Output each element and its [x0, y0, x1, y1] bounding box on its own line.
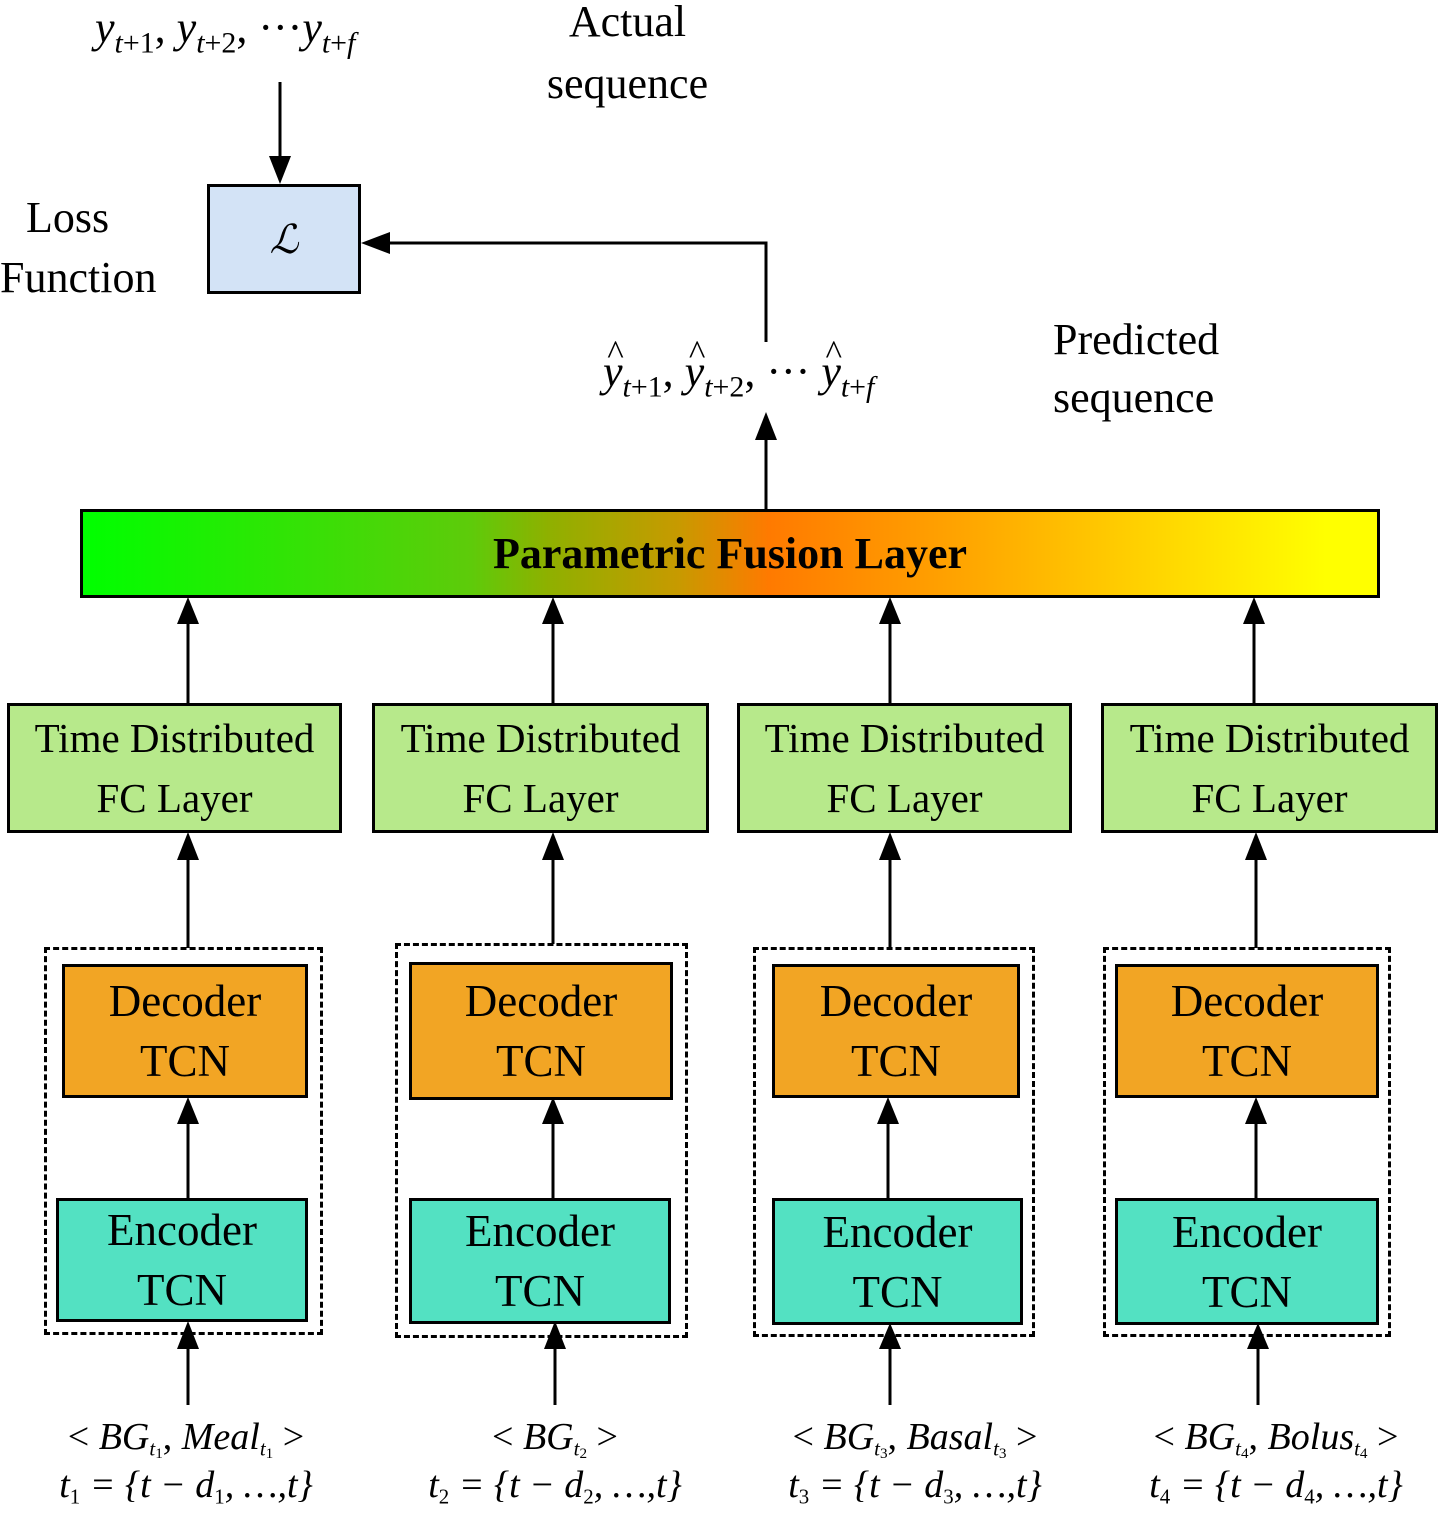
encoder-tcn-2: Encoder TCN	[409, 1198, 671, 1324]
input-label-1: < BGt1, Mealt1 > t1 = {t − d1, …,t}	[59, 1416, 313, 1509]
parametric-fusion-layer: Parametric Fusion Layer	[80, 509, 1380, 598]
input-label-2: < BGt2 > t2 = {t − d2, …,t}	[428, 1416, 682, 1509]
arrowhead-up-enc-1	[177, 1321, 199, 1349]
arrowhead-up-dec-4	[1245, 1097, 1267, 1124]
arrowhead-up-dec-2	[542, 1097, 564, 1124]
fc-layer-1: Time Distributed FC Layer	[7, 703, 342, 833]
arrow-predicted-to-loss	[386, 241, 768, 342]
arrowhead-down-loss	[269, 156, 291, 184]
loss-symbol: ℒ	[269, 216, 299, 262]
arrowhead-up-fc-1	[177, 832, 199, 860]
fc-layer-2: Time Distributed FC Layer	[372, 703, 709, 833]
loss-function-label: Loss Function	[0, 193, 157, 302]
predicted-sequence-label: Predicted sequence	[1053, 315, 1220, 422]
decoder-tcn-2: Decoder TCN	[409, 962, 673, 1100]
tcn-block-1	[44, 947, 323, 1335]
encoder-tcn-4: Encoder TCN	[1115, 1198, 1379, 1325]
arrowhead-up-fc-4	[1245, 832, 1267, 860]
loss-function-box: ℒ	[207, 184, 361, 294]
decoder-tcn-4: Decoder TCN	[1115, 964, 1379, 1098]
arrowhead-up-dec-1	[177, 1097, 199, 1124]
arrowhead-left-loss	[361, 232, 390, 254]
fc-layer-label: Time Distributed	[34, 715, 315, 761]
arrowhead-up-fc-2	[542, 832, 564, 860]
fusion-layer-label: Parametric Fusion Layer	[492, 529, 968, 578]
actual-sequence-formula: yt+1, yt+2, ···yt+f	[95, 3, 356, 60]
actual-sequence-label: Actual sequence	[546, 0, 709, 108]
predicted-sequence-formula: yt+1, yt+2, ··· yt+f	[603, 335, 874, 402]
arrowhead-up-fusion-3	[879, 597, 901, 624]
arrowhead-up-fusion-2	[542, 597, 564, 624]
fc-layer-label: FC Layer	[96, 775, 253, 821]
arrowhead-up-predicted	[755, 412, 777, 440]
decoder-tcn-3: Decoder TCN	[772, 964, 1020, 1098]
encoder-tcn-3: Encoder TCN	[772, 1198, 1023, 1325]
tcn-block-3	[753, 947, 1035, 1337]
tcn-block-4	[1103, 947, 1391, 1337]
input-label-3: < BGt3, Basalt3 > t3 = {t − d3, …,t}	[788, 1416, 1042, 1509]
input-label-4: < BGt4, Bolust4 > t4 = {t − d4, …,t}	[1149, 1416, 1403, 1509]
encoder-tcn-1: Encoder TCN	[56, 1198, 308, 1322]
arrowhead-up-fusion-4	[1243, 597, 1265, 624]
decoder-tcn-1: Decoder TCN	[62, 964, 308, 1098]
tcn-block-2	[395, 943, 688, 1338]
arrowhead-up-fc-3	[879, 832, 901, 860]
fc-layer-4: Time Distributed FC Layer	[1101, 703, 1438, 833]
arrowhead-up-dec-3	[877, 1097, 899, 1124]
arrowhead-up-fusion-1	[177, 597, 199, 624]
fc-layer-3: Time Distributed FC Layer	[737, 703, 1072, 833]
